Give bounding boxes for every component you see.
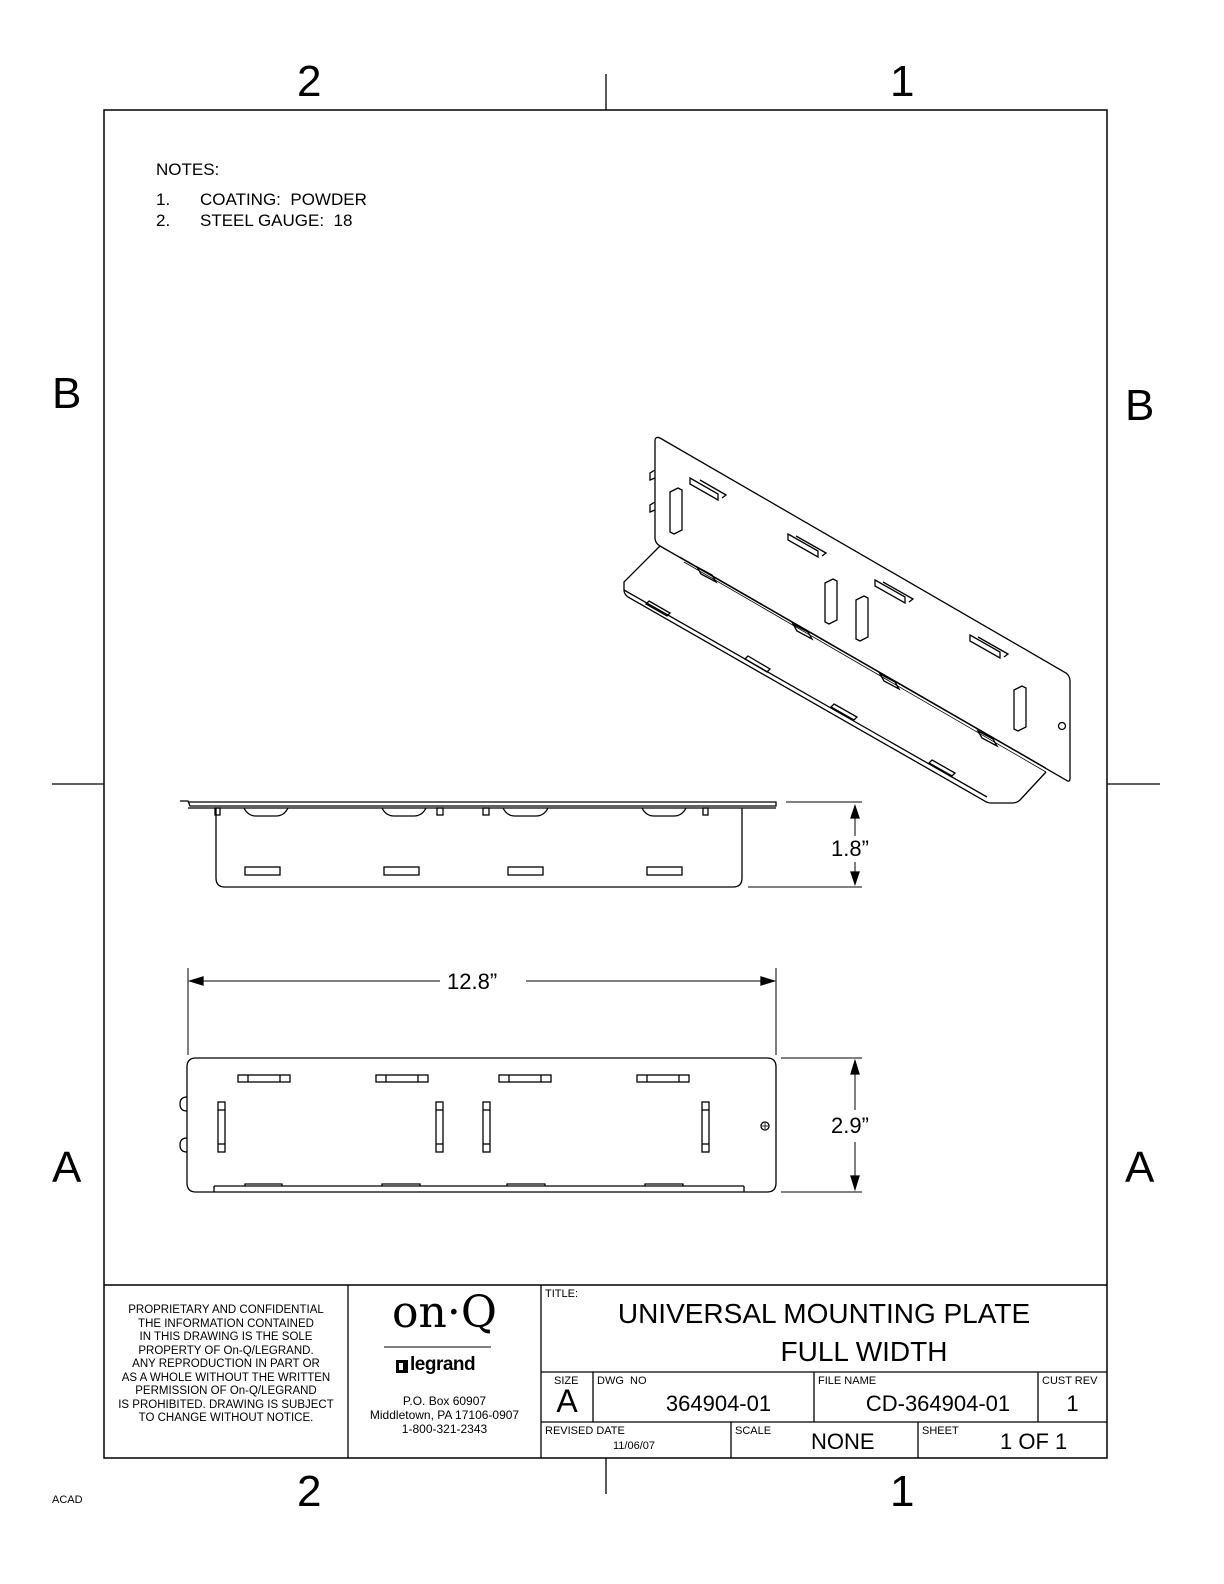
proprietary-line: PERMISSION OF On-Q/LEGRAND	[135, 1385, 317, 1397]
legrand-logo-mark	[396, 1360, 408, 1373]
size-label: SIZE	[554, 1375, 579, 1387]
proprietary-notice: PROPRIETARY AND CONFIDENTIAL THE INFORMA…	[106, 1304, 346, 1426]
dimension-depth-label: 2.9”	[831, 1113, 869, 1138]
scale-value: NONE	[811, 1429, 875, 1454]
zone-label-right-a: A	[1125, 1143, 1155, 1192]
dimension-width-label: 12.8”	[447, 969, 498, 994]
zone-label-left-a: A	[52, 1143, 82, 1192]
cust-rev-value: 1	[1066, 1391, 1079, 1416]
title-label: TITLE:	[545, 1288, 579, 1300]
size-value: A	[556, 1383, 578, 1419]
proprietary-line: AS A WHOLE WITHOUT THE WRITTEN	[121, 1371, 331, 1384]
address-line: Middletown, PA 17106-0907	[369, 1408, 520, 1422]
proprietary-line: ANY REPRODUCTION IN PART OR	[132, 1358, 320, 1370]
note-item-2-number: 2.	[156, 211, 171, 230]
front-view	[180, 800, 862, 888]
zone-label-top-1: 1	[890, 57, 915, 106]
file-name-value: CD-364904-01	[865, 1391, 1011, 1416]
proprietary-line: THE INFORMATION CONTAINED	[138, 1317, 314, 1330]
company-address: P.O. Box 60907 Middletown, PA 17106-0907…	[348, 1394, 541, 1436]
revised-date-value: 11/06/07	[613, 1440, 656, 1452]
zone-label-bottom-2: 2	[297, 1467, 322, 1516]
zone-label-right-b: B	[1125, 381, 1155, 430]
address-line: 1-800-321-2343	[401, 1422, 488, 1436]
revised-date-label: REVISED DATE	[545, 1425, 625, 1437]
note-item-1-number: 1.	[156, 190, 171, 209]
note-item-1-text: COATING: POWDER	[200, 190, 367, 209]
legrand-logo: legrand	[410, 1354, 476, 1375]
zone-label-bottom-1: 1	[890, 1467, 915, 1516]
zone-label-top-2: 2	[297, 57, 322, 106]
proprietary-line: PROPERTY OF On-Q/LEGRAND.	[138, 1344, 314, 1357]
onq-logo: on·Q	[392, 1287, 497, 1338]
acad-label: ACAD	[52, 1494, 83, 1506]
scale-label: SCALE	[735, 1425, 772, 1437]
zone-label-left-b: B	[52, 369, 82, 418]
dimension-height-label: 1.8”	[831, 836, 869, 861]
drawing-title-line-1: UNIVERSAL MOUNTING PLATE	[617, 1298, 1031, 1329]
proprietary-line: PROPRIETARY AND CONFIDENTIAL	[128, 1304, 324, 1316]
proprietary-line: IN THIS DRAWING IS THE SOLE	[139, 1331, 313, 1343]
dwg-no-value: 364904-01	[665, 1391, 772, 1416]
drawing-border	[103, 109, 1108, 1459]
note-item-2-text: STEEL GAUGE: 18	[200, 211, 353, 230]
proprietary-line: TO CHANGE WITHOUT NOTICE.	[138, 1412, 314, 1424]
proprietary-line: IS PROHIBITED. DRAWING IS SUBJECT	[118, 1398, 334, 1411]
isometric-view	[623, 436, 1071, 804]
sheet-value: 1 OF 1	[1000, 1429, 1068, 1454]
address-line: P.O. Box 60907	[402, 1394, 487, 1408]
cust-rev-label: CUST REV	[1042, 1375, 1098, 1387]
drawing-title-line-2: FULL WIDTH	[780, 1336, 948, 1367]
sheet-label: SHEET	[922, 1425, 959, 1437]
top-view	[179, 968, 862, 1193]
file-name-label: FILE NAME	[818, 1375, 877, 1387]
dwg-no-label: DWG NO	[597, 1375, 647, 1387]
notes-heading: NOTES:	[156, 160, 220, 179]
